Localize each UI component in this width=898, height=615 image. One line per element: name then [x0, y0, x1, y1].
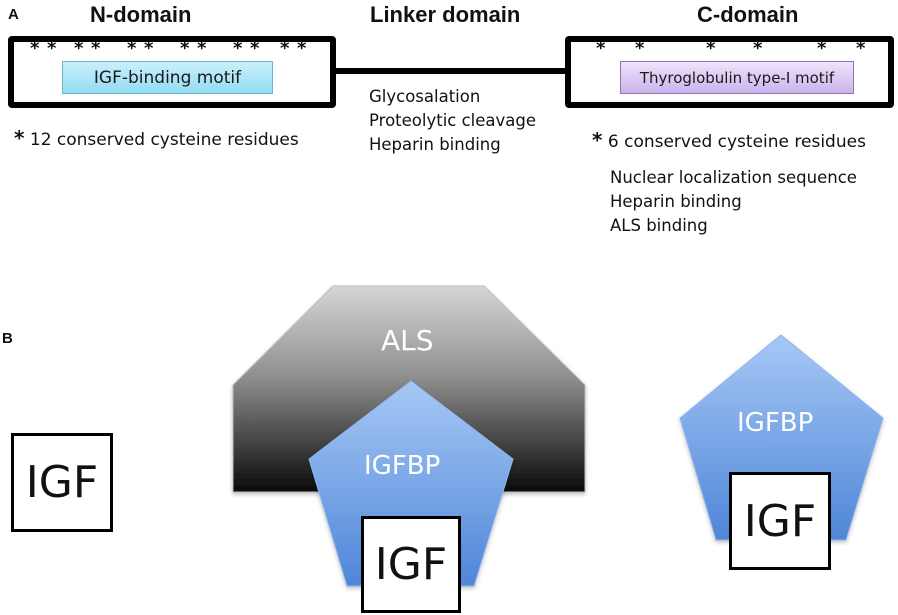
cysteine-asterisk-icon: * — [817, 38, 827, 59]
panel-a-label: A — [8, 6, 19, 23]
c-domain-feature: ALS binding — [610, 216, 708, 235]
n-domain-note: * 12 conserved cysteine residues — [14, 128, 299, 152]
thyroglobulin-type-i-motif: Thyroglobulin type-I motif — [620, 61, 854, 94]
cysteine-asterisk-icon: * — [30, 38, 40, 59]
cysteine-asterisk-icon: * — [74, 38, 84, 59]
panel-b-label: B — [2, 330, 13, 347]
igf-box-free: IGF — [11, 433, 113, 532]
linker-feature-list: Glycosalation Proteolytic cleavage Hepar… — [369, 85, 536, 157]
als-label: ALS — [381, 324, 434, 357]
c-domain-feature: Nuclear localization sequence — [610, 168, 857, 187]
c-domain-feature-list: Nuclear localization sequence Heparin bi… — [610, 166, 857, 238]
cysteine-asterisk-icon: * — [706, 38, 716, 59]
igfbp-label-binary: IGFBP — [737, 408, 814, 438]
linker-feature: Heparin binding — [369, 135, 501, 154]
asterisk-icon: * — [592, 128, 603, 152]
igfbp-label-ternary: IGFBP — [364, 451, 441, 481]
cysteine-asterisk-icon: * — [596, 38, 606, 59]
cysteine-asterisk-icon: * — [297, 38, 307, 59]
cysteine-asterisk-icon: * — [47, 38, 57, 59]
igf-box-binary: IGF — [729, 472, 831, 570]
c-domain-note: * 6 conserved cysteine residues — [592, 130, 866, 154]
linker-feature: Glycosalation — [369, 87, 481, 106]
cysteine-asterisk-icon: * — [635, 38, 645, 59]
cysteine-asterisk-icon: * — [91, 38, 101, 59]
linker-domain-title: Linker domain — [370, 2, 521, 27]
cysteine-asterisk-icon: * — [280, 38, 290, 59]
igf-binding-motif: IGF-binding motif — [62, 61, 273, 94]
n-domain-note-text: 12 conserved cysteine residues — [29, 130, 299, 150]
c-domain-note-text: 6 conserved cysteine residues — [607, 132, 866, 152]
n-domain-title: N-domain — [90, 2, 192, 27]
linker-line — [334, 68, 568, 74]
cysteine-asterisk-icon: * — [180, 38, 190, 59]
c-domain-title: C-domain — [697, 2, 799, 27]
cysteine-asterisk-icon: * — [127, 38, 137, 59]
cysteine-asterisk-icon: * — [197, 38, 207, 59]
cysteine-asterisk-icon: * — [250, 38, 260, 59]
cysteine-asterisk-icon: * — [753, 38, 763, 59]
cysteine-asterisk-icon: * — [144, 38, 154, 59]
cysteine-asterisk-icon: * — [856, 38, 866, 59]
linker-feature: Proteolytic cleavage — [369, 111, 537, 130]
igf-box-ternary: IGF — [361, 516, 461, 613]
c-domain-feature: Heparin binding — [610, 192, 742, 211]
cysteine-asterisk-icon: * — [233, 38, 243, 59]
asterisk-icon: * — [14, 126, 25, 150]
